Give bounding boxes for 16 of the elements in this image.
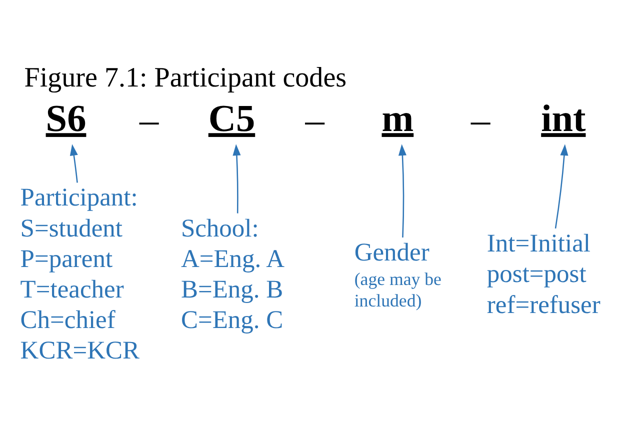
node-text: Int=Initial post=post ref=refuser <box>486 228 600 319</box>
node-text: C5 <box>208 98 256 140</box>
diagram-title: Figure 7.1: Participant codes <box>24 62 347 94</box>
node-text: m <box>382 98 414 140</box>
label: – <box>471 99 490 142</box>
arrow <box>70 144 78 183</box>
node-text: int <box>541 98 586 140</box>
label: – <box>140 99 159 142</box>
node-text: School: A=Eng. A B=Eng. B C=Eng. C <box>180 213 285 334</box>
arrow <box>398 144 406 238</box>
node-text: Gender (age may be included) <box>354 238 442 311</box>
label: – <box>305 99 324 142</box>
arrow <box>554 144 568 229</box>
node-text: Participant: S=student P=parent T=teacher Ch=chief KCR=KCR <box>20 182 140 365</box>
node-text: S6 <box>46 98 86 140</box>
arrow <box>232 144 241 214</box>
